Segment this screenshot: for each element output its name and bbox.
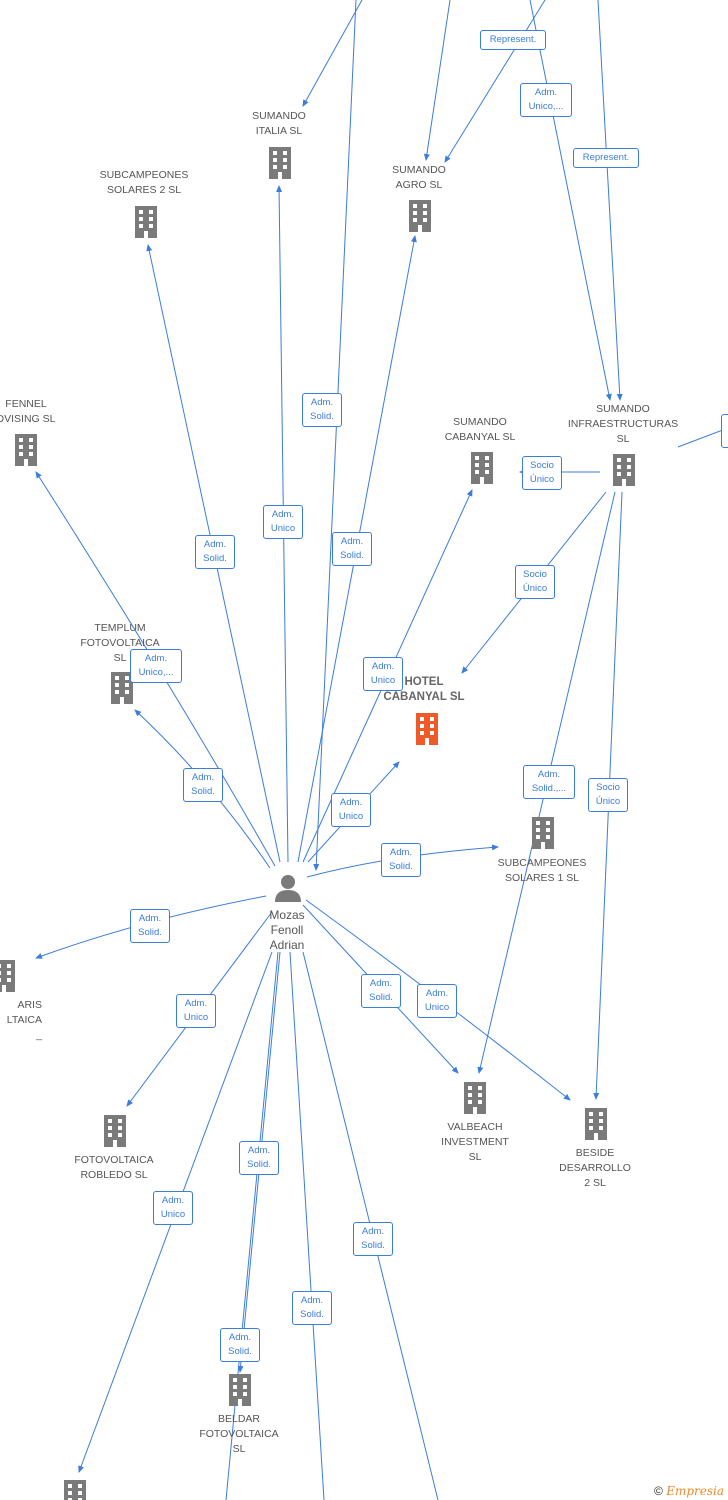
edge-top-infra-1 — [529, 0, 612, 401]
building-icon[interactable] — [608, 452, 640, 488]
company-label-sumando-cabanyal[interactable]: SUMANDO CABANYAL SL — [444, 416, 516, 443]
edge-right-infra — [677, 427, 728, 448]
edge-label-adm-solid[interactable]: Adm. Solid. — [302, 393, 342, 427]
company-label-templum[interactable]: TEMPLUM FOTOVOLTAICA SL — [80, 622, 160, 664]
edge-label-adm-solid[interactable]: Adm. Solid. — [195, 535, 235, 569]
edge-label-adm-solid[interactable]: Adm. Solid. — [220, 1328, 260, 1362]
edge-label-adm-unico[interactable]: Adm. Unico,... — [130, 649, 182, 683]
company-label-sumando-agro[interactable]: SUMANDO AGRO SL — [392, 164, 446, 191]
edge-bottom-1 — [225, 951, 279, 1500]
company-label-sumando-italia[interactable]: SUMANDO ITALIA SL — [252, 110, 306, 137]
building-icon[interactable] — [527, 815, 559, 851]
offscreen-edge-label[interactable] — [721, 414, 728, 448]
company-label-valbeach[interactable]: VALBEACH INVESTMENT SL — [441, 1121, 509, 1163]
building-icon[interactable] — [459, 1080, 491, 1116]
edge-label-adm-solid[interactable]: Adm. Solid. — [381, 843, 421, 877]
edge-label-adm-unico[interactable]: Adm. Unico — [263, 505, 303, 539]
building-icon[interactable] — [106, 670, 138, 706]
edge-label-socio-unico[interactable]: Socio Único — [515, 565, 555, 599]
edge-top-infra-2 — [597, 0, 623, 401]
building-icon[interactable] — [580, 1106, 612, 1142]
edge-person-up — [313, 0, 357, 871]
company-label-sumando-infra[interactable]: SUMANDO INFRAESTRUCTURAS SL — [567, 403, 679, 445]
person-label[interactable]: Mozas Fenoll Adrian — [269, 908, 305, 952]
company-label-beldar[interactable]: BELDAR FOTOVOLTAICA SL — [199, 1413, 279, 1455]
building-icon[interactable] — [59, 1478, 91, 1500]
company-label-robledo[interactable]: FOTOVOLTAICA ROBLEDO SL — [74, 1154, 154, 1181]
brand-logo[interactable]: Empresia — [666, 1484, 724, 1498]
building-icon[interactable] — [130, 204, 162, 240]
building-icon[interactable] — [99, 1113, 131, 1149]
building-icon[interactable] — [404, 198, 436, 234]
building-icon[interactable] — [10, 432, 42, 468]
edge-label-adm-solid[interactable]: Adm. Solid. — [361, 974, 401, 1008]
edge-label-adm-unico[interactable]: Adm. Unico — [363, 657, 403, 691]
edge-label-socio-unico[interactable]: Socio Único — [522, 456, 562, 490]
edge-label-adm-unico[interactable]: Adm. Unico,... — [520, 83, 572, 117]
copyright-symbol: © — [654, 1484, 663, 1498]
building-icon[interactable] — [264, 145, 296, 181]
company-label-beside[interactable]: BESIDE DESARROLLO 2 SL — [559, 1147, 631, 1189]
edge-label-adm-solid[interactable]: Adm. Solid. — [332, 532, 372, 566]
edge-label-adm-solid[interactable]: Adm. Solid. — [353, 1222, 393, 1256]
edge-label-represent[interactable]: Represent. — [573, 148, 639, 168]
edge-top-agro-2 — [444, 0, 546, 163]
person-icon[interactable] — [272, 872, 304, 904]
edge-label-represent[interactable]: Represent. — [480, 30, 546, 50]
company-label-subcampeones-1[interactable]: SUBCAMPEONES SOLARES 1 SL — [497, 857, 587, 884]
company-label-fennel[interactable]: FENNEL DVISING SL — [0, 398, 56, 425]
brand-footer: © Empresia — [654, 1484, 724, 1498]
edge-label-adm-unico[interactable]: Adm. Unico — [331, 793, 371, 827]
building-icon[interactable] — [0, 958, 20, 994]
main-company-label[interactable]: HOTEL CABANYAL SL — [383, 676, 465, 703]
edge-label-adm-solid[interactable]: Adm. Solid. — [292, 1291, 332, 1325]
main-company-building-icon[interactable] — [411, 711, 443, 747]
edge-label-adm-solid[interactable]: Adm. Solid. — [239, 1141, 279, 1175]
company-label-aris[interactable]: ARIS LTAICA _ — [6, 999, 42, 1041]
edge-top-agro — [423, 0, 451, 161]
edge-label-adm-unico[interactable]: Adm. Unico — [176, 994, 216, 1028]
edge-label-adm-solid[interactable]: Adm. Solid. — [130, 909, 170, 943]
edge-label-adm-unico[interactable]: Adm. Unico — [153, 1191, 193, 1225]
building-icon[interactable] — [466, 450, 498, 486]
building-icon[interactable] — [224, 1372, 256, 1408]
edge-label-adm-solid[interactable]: Adm. Solid.,... — [523, 765, 575, 799]
edge-label-adm-unico[interactable]: Adm. Unico — [417, 984, 457, 1018]
company-label-subcampeones-2[interactable]: SUBCAMPEONES SOLARES 2 SL — [99, 169, 189, 196]
edge-label-socio-unico[interactable]: Socio Único — [588, 778, 628, 812]
edge-label-adm-solid[interactable]: Adm. Solid. — [183, 768, 223, 802]
edge-top-italia — [302, 0, 363, 107]
edge-bottom-2 — [289, 951, 325, 1500]
